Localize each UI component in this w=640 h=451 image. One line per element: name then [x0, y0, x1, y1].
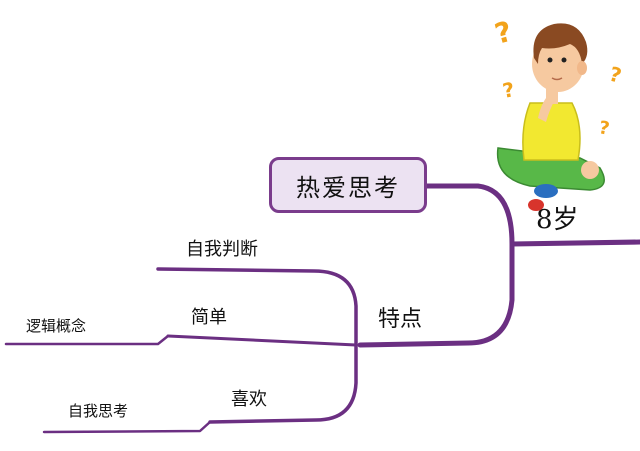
like-label: 喜欢 [231, 389, 267, 410]
boy-shirt [522, 102, 581, 161]
boy-shoe-right [528, 199, 544, 211]
svg-text:?: ? [597, 117, 611, 139]
logic-concept-label: 逻辑概念 [26, 317, 87, 335]
svg-text:?: ? [607, 62, 624, 88]
love-thinking-node: 热爱思考 [269, 157, 427, 213]
simple-label: 简单 [191, 307, 227, 328]
branch-self-judge [156, 267, 358, 347]
boy-eye-left [547, 57, 553, 63]
trunk-to-traits [357, 241, 515, 348]
thinking-boy-icon: ? ? ? ? [491, 15, 624, 211]
trunk-to-love-thinking [424, 183, 515, 247]
branch-like [208, 343, 358, 424]
root-line [509, 239, 640, 247]
boy-head [532, 36, 584, 92]
leaf-logic-line [4, 334, 170, 346]
boy-neck [546, 88, 558, 104]
self-judge-label: 自我判断 [186, 239, 258, 260]
svg-text:?: ? [491, 15, 515, 51]
boy-hair [533, 23, 588, 65]
boy-mouth [551, 77, 563, 81]
boy-ear [577, 61, 587, 75]
traits-node-label: 特点 [378, 307, 423, 332]
leaf-self-think-line [42, 420, 212, 434]
boy-hand [581, 161, 599, 179]
love-thinking-label: 热爱思考 [296, 173, 400, 202]
svg-text:?: ? [501, 77, 517, 103]
boy-eye-right [561, 57, 567, 63]
branch-simple [166, 334, 358, 347]
root-node-label: 8岁 [536, 205, 579, 235]
boy-shoe-left [534, 184, 558, 198]
self-thinking-label: 自我思考 [68, 402, 129, 420]
